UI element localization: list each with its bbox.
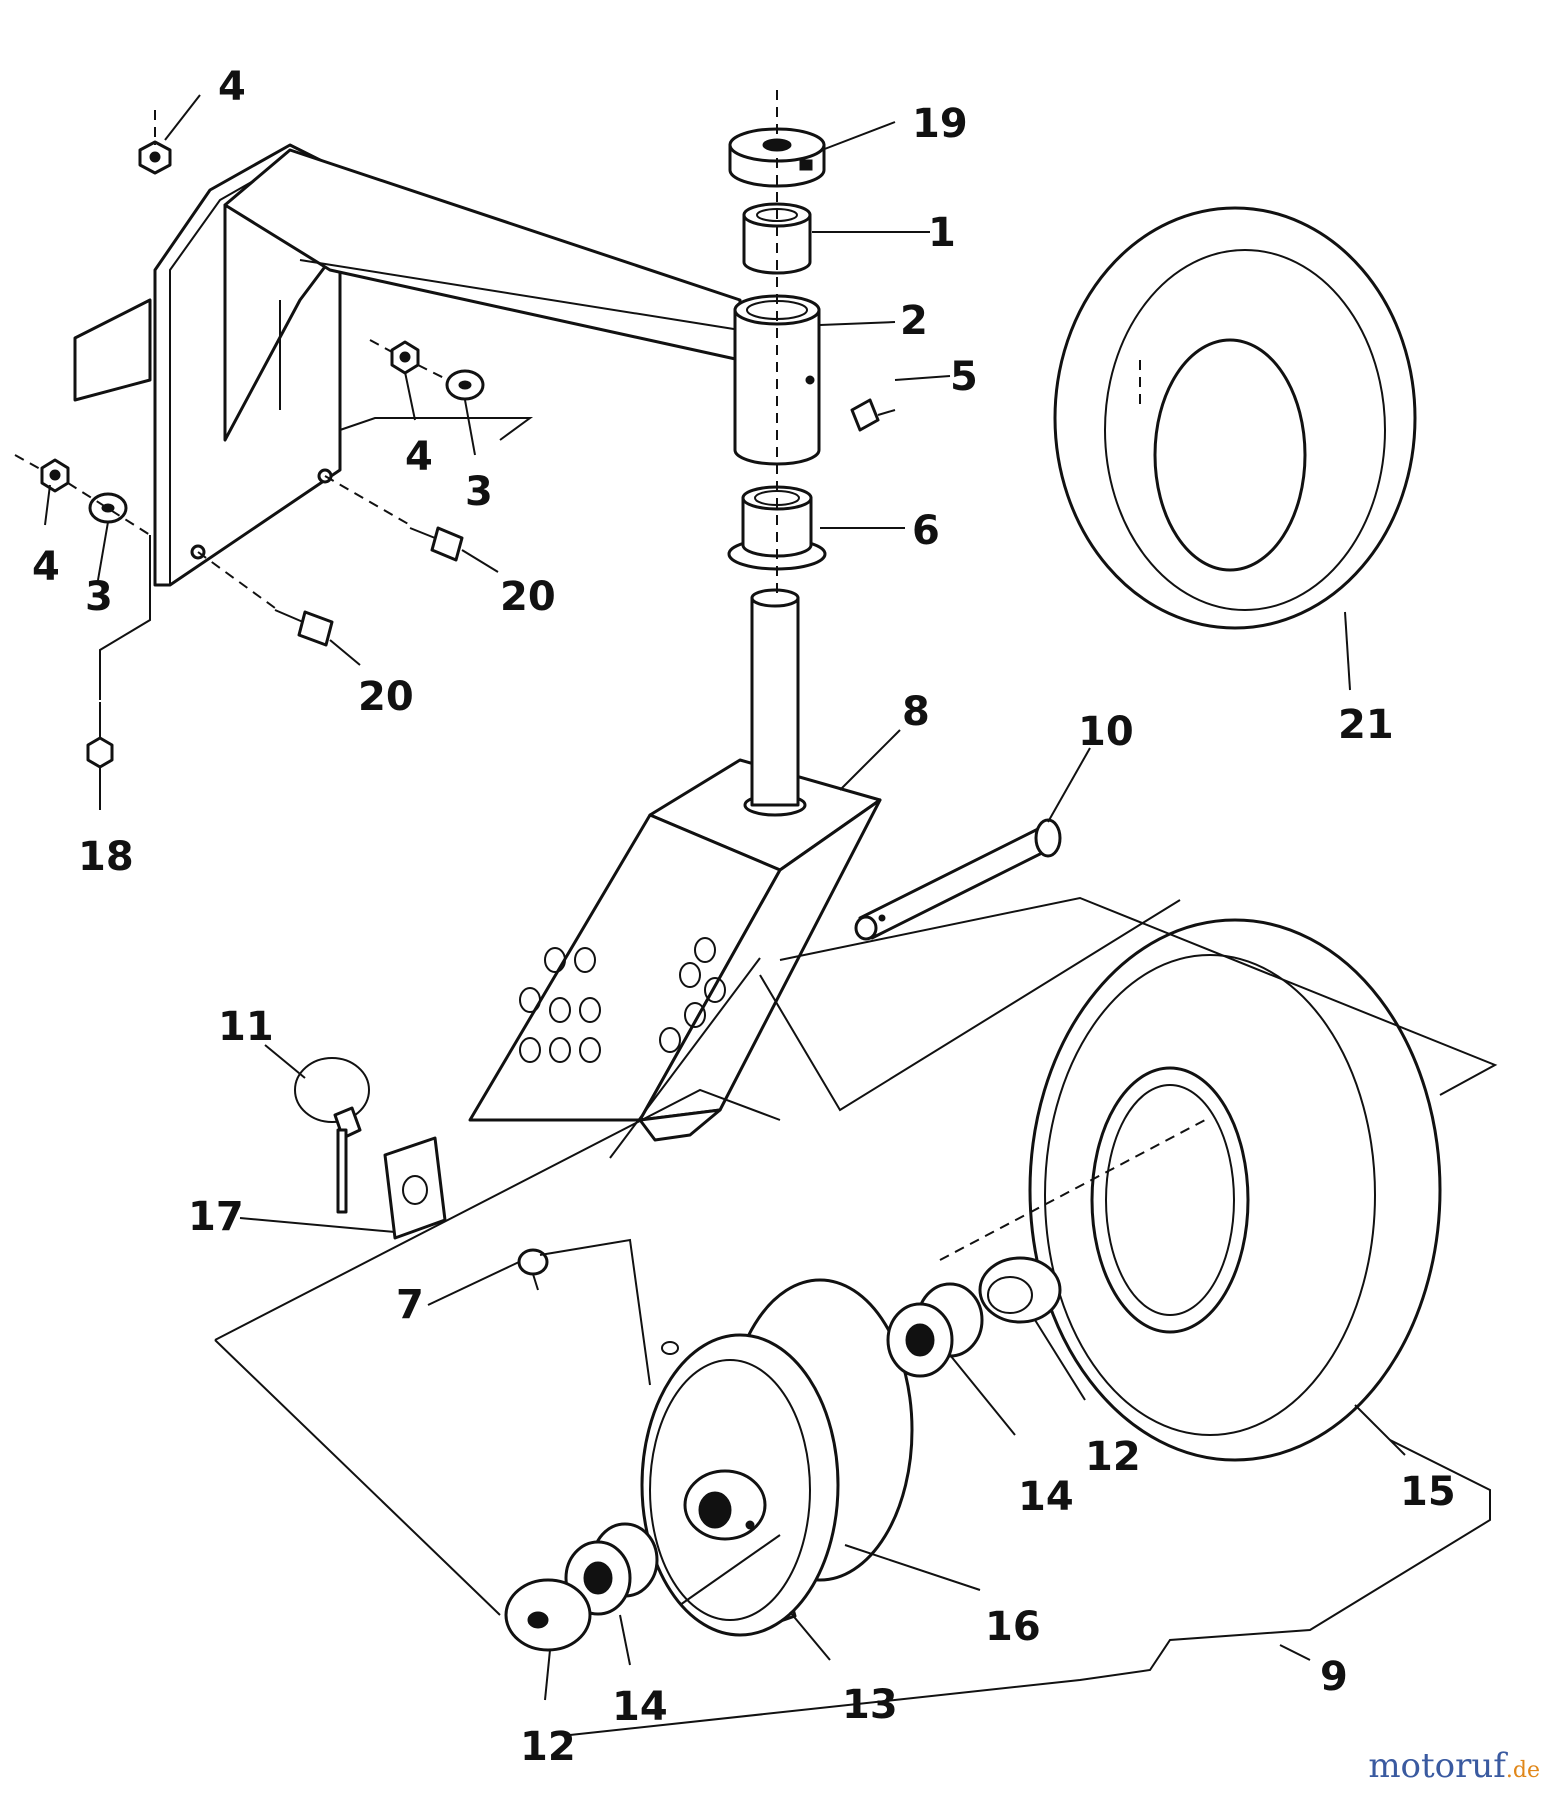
assembly-outlines [99,417,1498,1736]
hitch-pin-11 [294,1057,370,1214]
spindle-fork [468,588,882,1142]
leader-lines [44,94,1406,1701]
callout-2: 2 [900,298,928,344]
bolt-18 [86,702,114,769]
callout-4-mid: 4 [405,434,433,480]
bolt-20-upper [409,526,464,562]
callout-12-lower: 12 [520,1724,576,1770]
callout-10: 10 [1078,709,1134,755]
bolt-20-lower [274,609,334,647]
callout-5: 5 [950,354,978,400]
grease-fitting-5 [850,398,896,432]
watermark-logo: motoruf.de [1368,1746,1540,1786]
callout-14-lower: 14 [612,1684,668,1730]
callout-15: 15 [1400,1469,1456,1515]
callout-13: 13 [842,1682,898,1728]
tire-tube-21 [1053,206,1417,630]
callout-labels: 19 1 2 5 6 4 4 3 4 3 20 20 18 8 10 21 11… [32,64,1456,1770]
callout-18: 18 [78,834,134,880]
spacer-12-upper [978,1256,1062,1324]
bushing-lower [727,485,827,571]
callout-14-upper: 14 [1018,1474,1074,1520]
callout-6: 6 [912,508,940,554]
tire-15 [1028,918,1442,1462]
callout-19: 19 [912,101,968,147]
callout-7: 7 [396,1282,424,1328]
grease-fitting-7 [517,1248,549,1291]
callout-1: 1 [928,210,956,256]
callout-20-upper: 20 [500,574,556,620]
bearing-14-upper [886,1282,984,1378]
callout-12-upper: 12 [1085,1434,1141,1480]
washer-mid [445,369,485,401]
callout-4-top: 4 [218,64,246,110]
assembly-centerlines [14,90,1206,1261]
callout-8: 8 [902,689,930,735]
nut-top [138,140,172,175]
callout-21: 21 [1338,702,1394,748]
callout-9: 9 [1320,1654,1348,1700]
callout-3-left: 3 [85,574,113,620]
washer-left [88,492,128,524]
axle-pin [854,818,1062,941]
callout-16: 16 [985,1604,1041,1650]
callout-20-lower: 20 [358,674,414,720]
callout-11: 11 [218,1004,274,1050]
watermark-brand: motoruf [1368,1746,1506,1786]
wheel-rim-16 [640,1278,914,1637]
nut-left [40,458,70,493]
nut-mid [390,340,420,375]
callout-4-left: 4 [32,544,60,590]
spacer-12-lower [504,1578,592,1652]
callout-3-mid: 3 [465,469,493,515]
pivot-tube [733,294,821,466]
watermark-suffix: .de [1505,1758,1540,1783]
callout-17: 17 [188,1194,244,1240]
retainer-plate-17 [383,1136,447,1240]
